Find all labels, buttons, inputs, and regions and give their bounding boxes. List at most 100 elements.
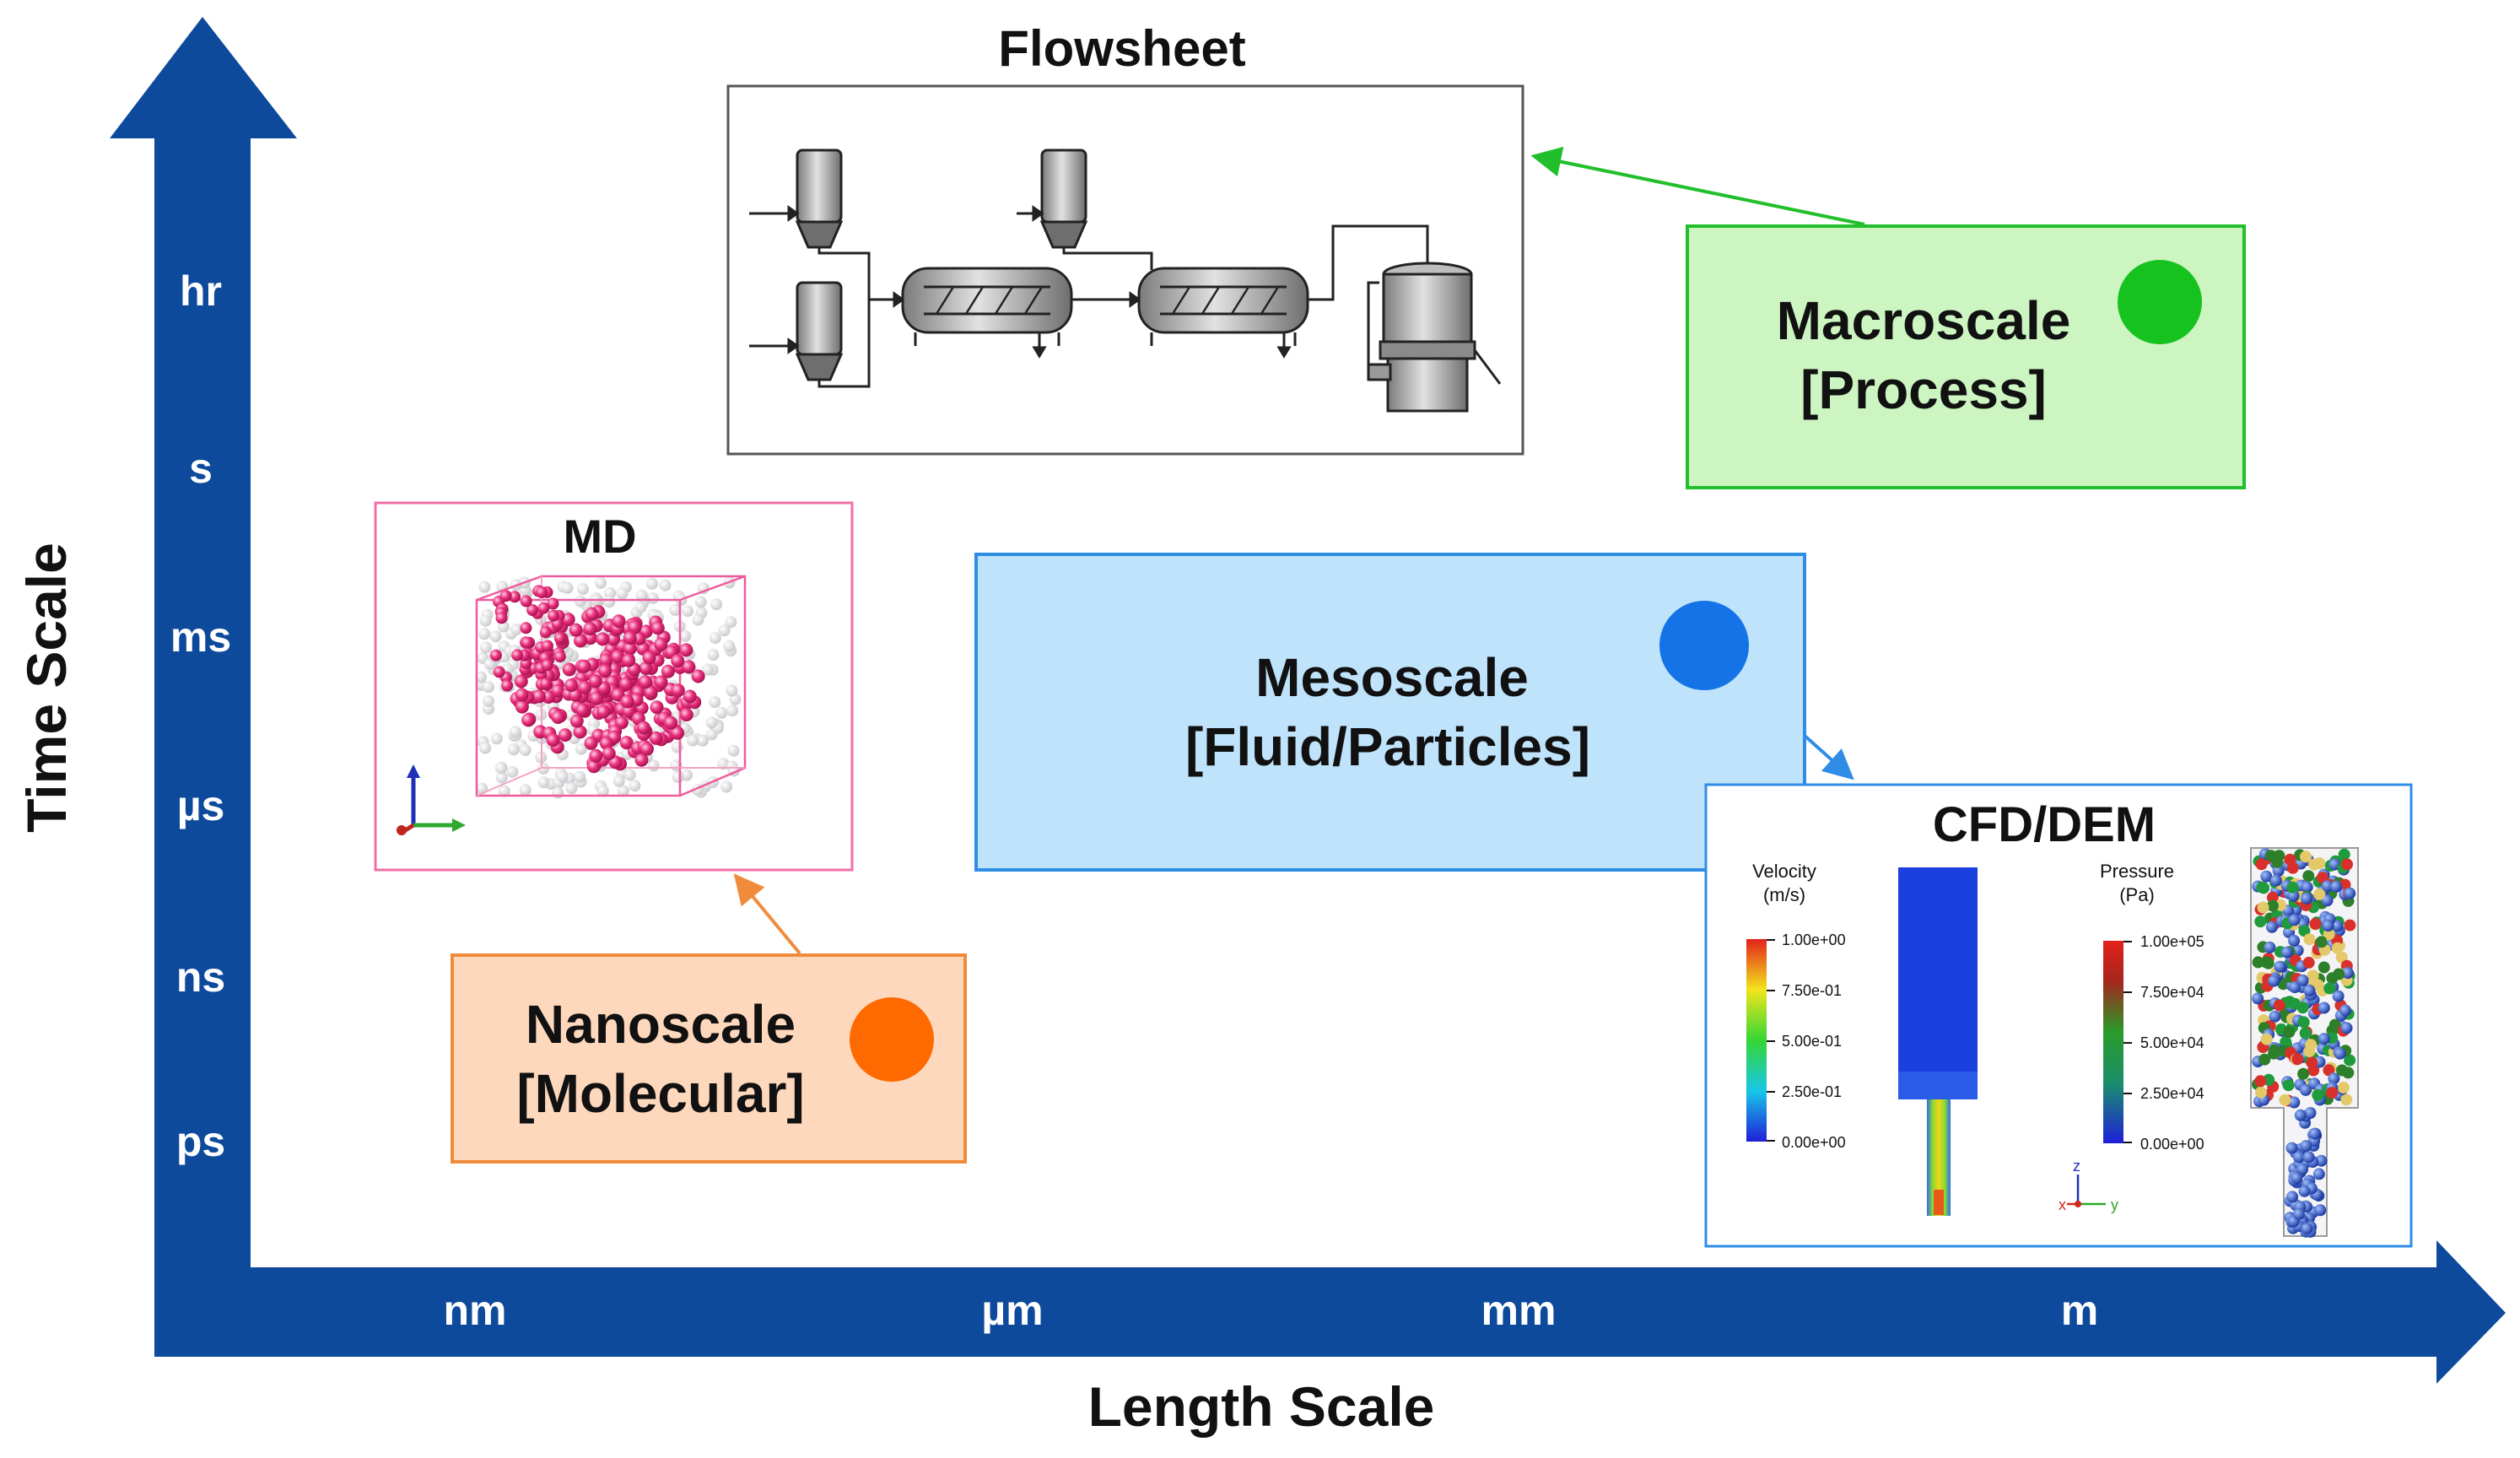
time-axis-bar [154, 137, 251, 1352]
y-tick-label: ms [170, 613, 231, 661]
solvent-particle [519, 784, 532, 796]
solute-particle [584, 736, 598, 750]
velocity-tick: 1.00e+00 [1782, 932, 1846, 948]
dem-particle [2260, 956, 2273, 969]
solvent-particle [697, 734, 709, 747]
solute-particle [619, 677, 634, 691]
dem-particle [2331, 920, 2344, 932]
solute-particle [501, 679, 514, 692]
feed-hopper [795, 281, 844, 381]
dem-particle [2297, 1067, 2310, 1080]
dem-particle [2282, 1079, 2295, 1092]
mesoscale-dot [1659, 601, 1749, 690]
x-tick-label: mm [1481, 1287, 1557, 1334]
solute-particle [679, 708, 693, 721]
dem-particle [2293, 1151, 2305, 1164]
pressure-colorbar [2103, 941, 2123, 1143]
dem-particle [2280, 946, 2293, 958]
velocity-legend-unit: (m/s) [1763, 884, 1805, 905]
dem-particle [2260, 1033, 2273, 1045]
dem-particle [2341, 858, 2353, 871]
dem-particle [2312, 1168, 2325, 1180]
dem-particle [2301, 892, 2313, 904]
solvent-particle [718, 624, 731, 637]
pressure-tick: 0.00e+00 [2140, 1136, 2204, 1153]
solvent-particle [692, 613, 704, 626]
solute-particle [596, 632, 610, 646]
solvent-particle [659, 579, 672, 591]
dem-particle [2300, 1083, 2312, 1096]
y-tick-label: ps [176, 1118, 225, 1165]
solute-particle [515, 699, 529, 714]
solvent-particle [483, 694, 495, 707]
solute-particle [639, 662, 653, 675]
solvent-particle [495, 771, 508, 784]
solvent-particle [479, 614, 492, 627]
x-tick-label: nm [444, 1287, 507, 1334]
dem-particle [2301, 881, 2313, 894]
solute-particle [599, 736, 613, 750]
solvent-particle [623, 769, 636, 781]
solvent-particle [478, 628, 491, 640]
solute-particle [599, 653, 613, 667]
tubular-reactor [1137, 267, 1309, 359]
mesoscale-box: Mesoscale [Fluid/Particles] [974, 553, 1806, 872]
dem-particle [2326, 1087, 2339, 1099]
solvent-particle [574, 770, 586, 783]
dem-particle [2308, 1127, 2321, 1140]
solvent-particle [682, 605, 694, 618]
solvent-particle [575, 742, 587, 755]
solvent-particle [478, 580, 491, 593]
dem-particle [2284, 853, 2296, 866]
solute-particle [588, 674, 602, 688]
solvent-particle [509, 726, 521, 738]
dem-particle [2299, 1027, 2312, 1040]
md-simulation-box [475, 575, 747, 799]
solute-particle [520, 595, 532, 608]
macroscale-dot [2118, 260, 2202, 344]
solvent-particle [576, 583, 589, 595]
solute-particle [551, 683, 565, 698]
solvent-particle [603, 596, 616, 608]
solvent-particle [672, 771, 684, 784]
solute-particle [682, 660, 696, 674]
dem-particle [2303, 1045, 2316, 1058]
time-axis-arrowhead [110, 17, 297, 138]
solute-particle [569, 714, 584, 728]
solvent-particle [612, 775, 625, 787]
solvent-particle [671, 741, 683, 753]
solvent-particle [595, 576, 607, 589]
dem-particle [2313, 888, 2326, 900]
dem-particle [2265, 921, 2278, 933]
solute-particle [590, 691, 604, 705]
solute-particle [548, 609, 559, 622]
solute-particle [561, 613, 575, 627]
dem-particle [2302, 1151, 2315, 1164]
solvent-particle [669, 604, 682, 616]
solvent-particle [574, 595, 586, 608]
dem-particle [2258, 1053, 2271, 1066]
pressure-tick: 7.50e+04 [2140, 984, 2204, 1001]
dem-particle [2340, 1094, 2353, 1106]
dem-particle [2257, 901, 2269, 914]
solvent-particle [687, 734, 699, 747]
solute-particle [671, 683, 685, 698]
cfd-dem-panel: CFD/DEM Velocity (m/s) 1.00e+00 7.50e-01… [1704, 783, 2413, 1248]
dem-particle [2264, 941, 2276, 953]
dem-particle [2254, 1075, 2267, 1088]
dem-particle [2332, 990, 2345, 1002]
dem-particle [2331, 942, 2344, 954]
macroscale-sublabel: [Process] [1800, 359, 2047, 420]
solute-particle [585, 607, 599, 621]
velocity-legend-title: Velocity [1752, 861, 1816, 882]
solute-particle [532, 689, 546, 704]
triad-x-label: x [2059, 1196, 2066, 1213]
solvent-particle [723, 640, 736, 652]
solute-particle [654, 675, 668, 689]
dem-particle [2330, 880, 2343, 893]
dem-particle [2344, 887, 2356, 899]
solute-particle [547, 597, 559, 610]
solvent-particle [556, 770, 569, 783]
solvent-particle [679, 629, 692, 642]
